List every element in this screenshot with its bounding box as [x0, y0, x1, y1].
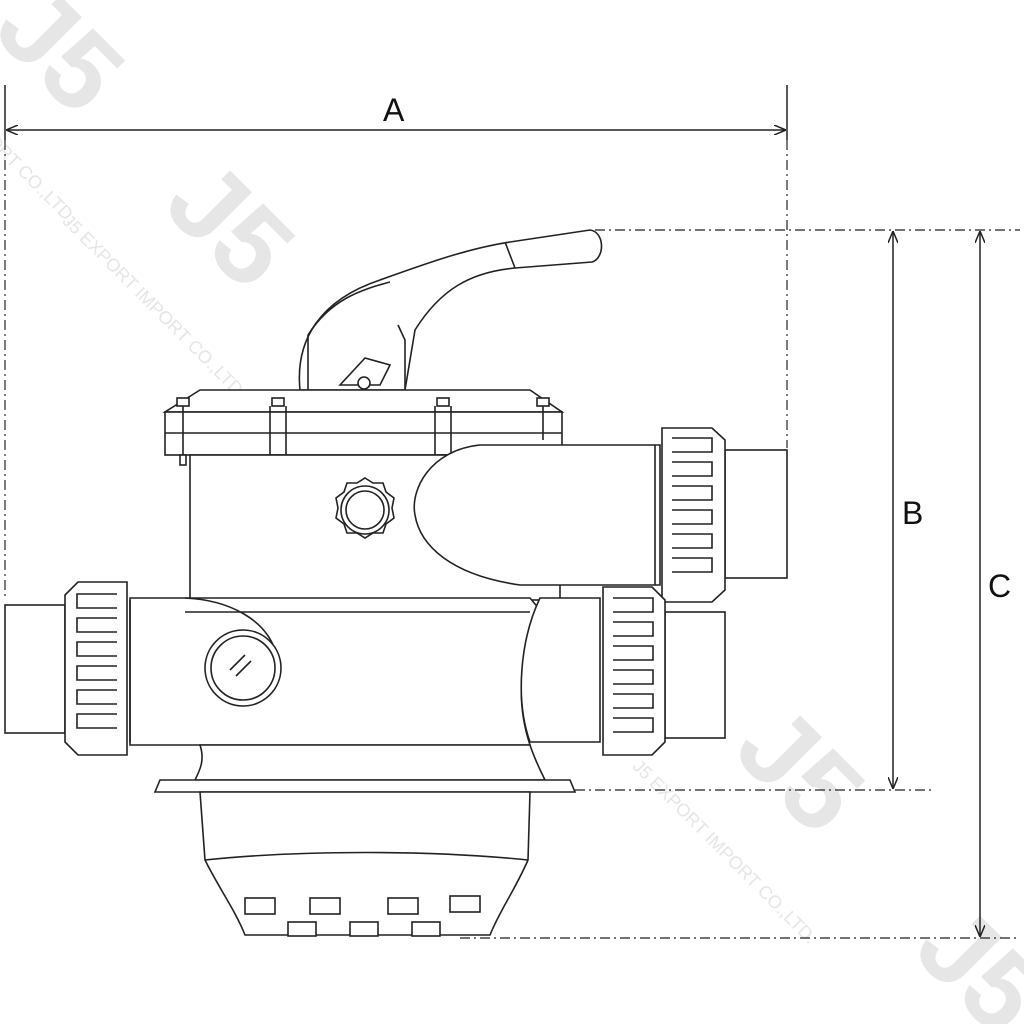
strainer-slots — [244, 895, 481, 937]
valve-base — [153, 779, 577, 937]
right-lower-port — [520, 586, 726, 756]
dimension-a-label: A — [383, 92, 405, 128]
svg-text:J5: J5 — [714, 683, 887, 856]
valve-handle — [298, 229, 603, 391]
right-upper-port — [413, 427, 788, 603]
dimension-b: B — [575, 229, 1020, 791]
dimension-b-label: B — [902, 495, 923, 531]
pressure-gauge-port — [335, 477, 395, 539]
svg-text:J5: J5 — [894, 883, 1024, 1024]
svg-text:J5: J5 — [0, 0, 147, 136]
dimension-c-label: C — [988, 568, 1011, 604]
left-port — [4, 581, 131, 756]
valve-lower-body — [129, 597, 547, 781]
svg-text:J5: J5 — [144, 138, 317, 311]
dimension-c: C — [460, 232, 1020, 939]
dimension-a: A — [4, 85, 788, 600]
